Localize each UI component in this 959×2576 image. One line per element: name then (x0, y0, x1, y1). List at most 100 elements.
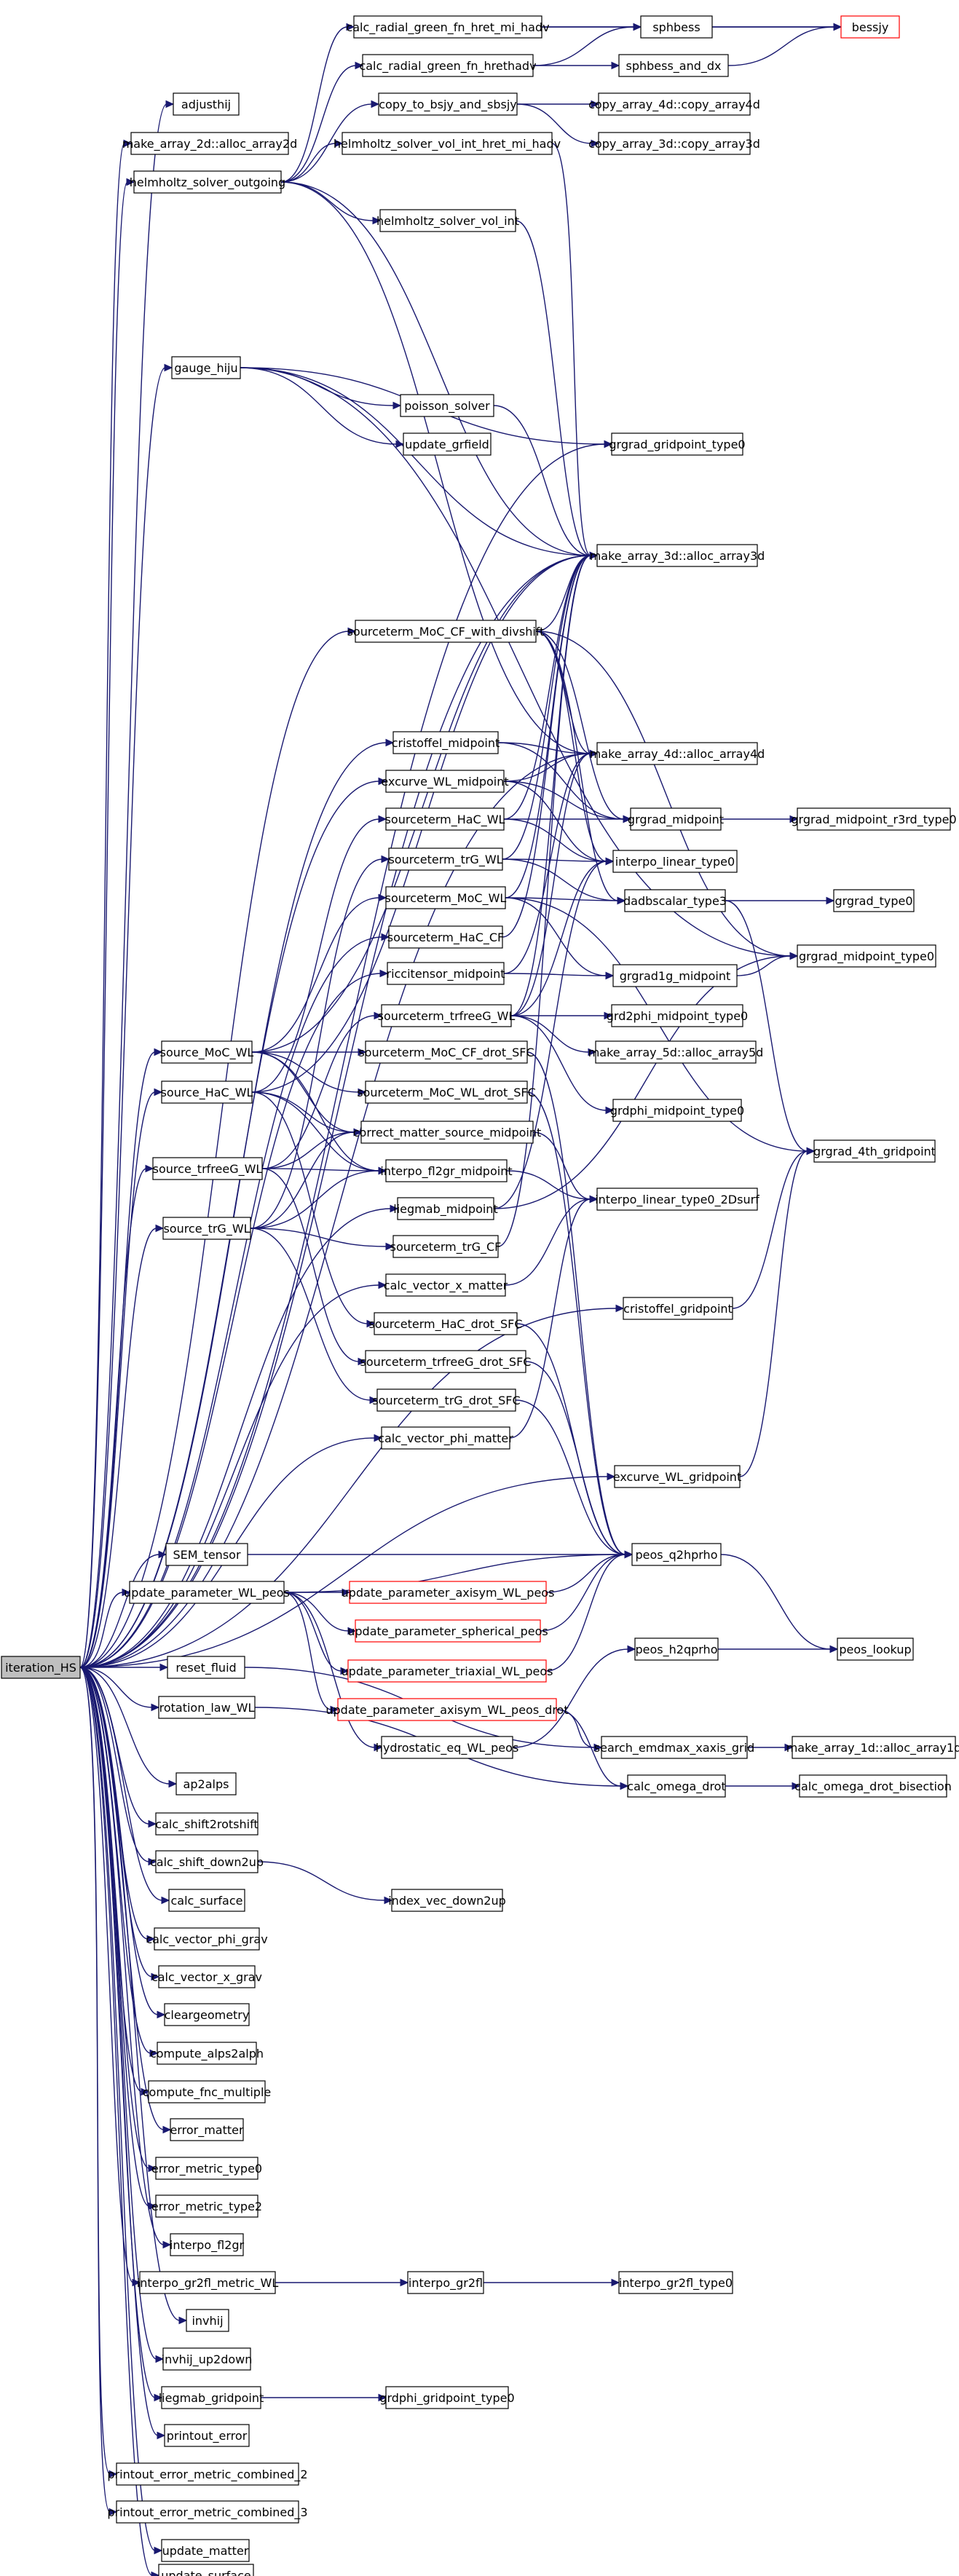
node-error-metric-type0[interactable]: error_metric_type0 (151, 2157, 262, 2180)
node-update-parameter-spherical-peos[interactable]: update_parameter_spherical_peos (347, 1619, 548, 1643)
node-helmholtz-solver-vol-int-hret-mi-hadv[interactable]: helmholtz_solver_vol_int_hret_mi_hadv (334, 132, 561, 155)
node-sourceterm-trfreeg-drot-sfc[interactable]: sourceterm_trfreeG_drot_SFC (360, 1350, 532, 1373)
node-copy-array-3d[interactable]: copy_array_3d::copy_array3d (588, 132, 760, 155)
node-update-surface[interactable]: update_surface (158, 2564, 254, 2576)
node-sourceterm-trg-cf[interactable]: sourceterm_trG_CF (390, 1235, 502, 1258)
node-cristoffel-midpoint[interactable]: cristoffel_midpoint (392, 731, 500, 754)
node-make-array-3d[interactable]: make_array_3d::alloc_array3d (590, 544, 765, 567)
node-poisson-solver[interactable]: poisson_solver (400, 394, 494, 417)
node-excurve-wl-midpoint[interactable]: excurve_WL_midpoint (381, 770, 509, 793)
node-update-parameter-axisym-wl-peos[interactable]: update_parameter_axisym_WL_peos (342, 1581, 555, 1604)
node-sourceterm-trg-wl[interactable]: sourceterm_trG_WL (388, 848, 503, 871)
node-reset-fluid[interactable]: reset_fluid (167, 1656, 245, 1679)
node-sphbess-and-dx[interactable]: sphbess_and_dx (618, 54, 729, 77)
node-update-parameter-triaxial-wl-peos[interactable]: update_parameter_triaxial_WL_peos (342, 1659, 553, 1683)
node-source-trg-wl[interactable]: source_trG_WL (162, 1217, 251, 1240)
node-sourceterm-moc-wl[interactable]: sourceterm_MoC_WL (385, 886, 507, 909)
node-copy-array-4d[interactable]: copy_array_4d::copy_array4d (588, 92, 760, 116)
node-grgrad-type0[interactable]: grgrad_type0 (833, 889, 915, 912)
node-source-trfreeg-wl[interactable]: source_trfreeG_WL (152, 1157, 263, 1180)
node-peos-h2qprho[interactable]: peos_h2qprho (634, 1637, 719, 1661)
node-make-array-5d[interactable]: make_array_5d::alloc_array5d (588, 1040, 764, 1064)
node-calc-radial-green-fn-hret-mi-hadv[interactable]: calc_radial_green_fn_hret_mi_hadv (346, 15, 550, 39)
node-calc-shift2rotshift[interactable]: calc_shift2rotshift (155, 1812, 259, 1836)
node-make-array-4d[interactable]: make_array_4d::alloc_array4d (590, 742, 765, 765)
node-index-vec-down2up[interactable]: index_vec_down2up (388, 1889, 506, 1912)
node-interpo-gr2fl-metric-wl[interactable]: interpo_gr2fl_metric_WL (137, 2271, 279, 2294)
node-copy-to-bsjy-and-sbsjy[interactable]: copy_to_bsjy_and_sbsjy (378, 92, 518, 116)
node-grd2phi-midpoint-type0[interactable]: grd2phi_midpoint_type0 (607, 1004, 748, 1027)
node-interpo-linear-type0-2dsurf[interactable]: interpo_linear_type0_2Dsurf (595, 1188, 759, 1211)
node-interpo-fl2gr-midpoint[interactable]: interpo_fl2gr_midpoint (380, 1159, 513, 1182)
node-grgrad-midpoint-r3rd-type0[interactable]: grgrad_midpoint_r3rd_type0 (791, 807, 957, 831)
node-calc-omega-drot[interactable]: calc_omega_drot (627, 1774, 726, 1798)
node-compute-fnc-multiple[interactable]: compute_fnc_multiple (143, 2080, 272, 2103)
node-grgrad-midpoint[interactable]: grgrad_midpoint (628, 807, 724, 831)
node-excurve-wl-gridpoint[interactable]: excurve_WL_gridpoint (613, 1465, 741, 1488)
node-source-moc-wl[interactable]: source_MoC_WL (160, 1040, 254, 1064)
node-grdphi-midpoint-type0[interactable]: grdphi_midpoint_type0 (610, 1099, 744, 1122)
node-make-array-1d[interactable]: make_array_1d::alloc_array1d (786, 1736, 959, 1759)
node-source-hac-wl[interactable]: source_HaC_WL (161, 1080, 253, 1104)
node-search-emdmax-xaxis-grid[interactable]: search_emdmax_xaxis_grid (594, 1736, 754, 1759)
node-iteration-hs[interactable]: iteration_HS (1, 1656, 81, 1679)
node-calc-shift-down2up[interactable]: calc_shift_down2up (150, 1850, 264, 1873)
node-calc-vector-phi-matter[interactable]: calc_vector_phi_matter (378, 1426, 513, 1450)
node-interpo-linear-type0[interactable]: interpo_linear_type0 (612, 850, 738, 873)
node-compute-alps2alph[interactable]: compute_alps2alph (150, 2042, 264, 2065)
node-interpo-gr2fl-type0[interactable]: interpo_gr2fl_type0 (618, 2271, 733, 2294)
node-invhij[interactable]: invhij (186, 2309, 229, 2332)
node-printout-error-metric-combined-2[interactable]: printout_error_metric_combined_2 (107, 2462, 308, 2486)
node-make-array-2d[interactable]: make_array_2d::alloc_array2d (122, 132, 298, 155)
node-error-metric-type2[interactable]: error_metric_type2 (151, 2194, 262, 2218)
node-update-grfield[interactable]: update_grfield (403, 432, 492, 456)
node-sourceterm-hac-drot-sfc[interactable]: sourceterm_HaC_drot_SFC (368, 1312, 523, 1335)
node-hydrostatic-eq-wl-peos[interactable]: hydrostatic_eq_WL_peos (376, 1736, 519, 1759)
node-correct-matter-source-midpoint[interactable]: correct_matter_source_midpoint (353, 1121, 542, 1144)
node-interpo-gr2fl[interactable]: interpo_gr2fl (407, 2271, 484, 2294)
node-sourceterm-trg-drot-sfc[interactable]: sourceterm_trG_drot_SFC (372, 1388, 521, 1412)
node-calc-omega-drot-bisection[interactable]: calc_omega_drot_bisection (794, 1774, 952, 1798)
node-rotation-law-wl[interactable]: rotation_law_WL (158, 1696, 256, 1719)
node-sem-tensor[interactable]: SEM_tensor (165, 1543, 248, 1566)
node-ap2alps[interactable]: ap2alps (175, 1772, 237, 1795)
node-sourceterm-moc-cf-with-divshift[interactable]: sourceterm_MoC_CF_with_divshift (347, 620, 545, 643)
node-calc-radial-green-fn-hrethadv[interactable]: calc_radial_green_fn_hrethadv (359, 54, 537, 77)
node-riccitensor-midpoint[interactable]: riccitensor_midpoint (386, 962, 505, 985)
node-sourceterm-trfreeg-wl[interactable]: sourceterm_trfreeG_WL (378, 1004, 516, 1027)
node-grgrad1g-midpoint[interactable]: grgrad1g_midpoint (612, 964, 738, 987)
node-peos-q2hprho[interactable]: peos_q2hprho (631, 1543, 722, 1566)
node-calc-surface[interactable]: calc_surface (168, 1889, 245, 1912)
node-grdphi-gridpoint-type0[interactable]: grdphi_gridpoint_type0 (379, 2386, 515, 2409)
node-bessjy[interactable]: bessjy (840, 15, 900, 39)
node-sourceterm-hac-wl[interactable]: sourceterm_HaC_WL (385, 807, 505, 831)
node-printout-error[interactable]: printout_error (164, 2424, 250, 2447)
node-adjusthij[interactable]: adjusthij (173, 92, 240, 116)
node-interpo-fl2gr[interactable]: interpo_fl2gr (170, 2233, 245, 2256)
node-helmholtz-solver-outgoing[interactable]: helmholtz_solver_outgoing (130, 170, 285, 194)
node-cleargeometry[interactable]: cleargeometry (164, 2003, 250, 2026)
node-sourceterm-hac-cf[interactable]: sourceterm_HaC_CF (387, 925, 505, 949)
node-update-matter[interactable]: update_matter (161, 2539, 250, 2562)
node-dadbscalar-type3[interactable]: dadbscalar_type3 (623, 889, 727, 912)
node-invhij-up2down[interactable]: invhij_up2down (162, 2347, 253, 2371)
node-cristoffel-gridpoint[interactable]: cristoffel_gridpoint (623, 1297, 733, 1320)
node-grgrad-gridpoint-type0[interactable]: grgrad_gridpoint_type0 (609, 432, 746, 456)
node-calc-vector-x-grav[interactable]: calc_vector_x_grav (151, 1965, 262, 1988)
node-update-parameter-axisym-wl-peos-drot[interactable]: update_parameter_axisym_WL_peos_drot (325, 1698, 569, 1721)
node-helmholtz-solver-vol-int[interactable]: helmholtz_solver_vol_int (376, 209, 519, 232)
node-calc-vector-x-matter[interactable]: calc_vector_x_matter (384, 1273, 508, 1297)
node-update-parameter-wl-peos[interactable]: update_parameter_WL_peos (124, 1581, 290, 1604)
node-liegmab-midpoint[interactable]: liegmab_midpoint (393, 1197, 498, 1220)
node-grgrad-midpoint-type0[interactable]: grgrad_midpoint_type0 (797, 944, 936, 968)
node-grgrad-4th-gridpoint[interactable]: grgrad_4th_gridpoint (813, 1139, 936, 1163)
node-calc-vector-phi-grav[interactable]: calc_vector_phi_grav (146, 1927, 268, 1951)
node-gauge-hiju[interactable]: gauge_hiju (171, 356, 241, 379)
node-peos-lookup[interactable]: peos_lookup (837, 1637, 914, 1661)
node-sourceterm-moc-cf-drot-sfc[interactable]: sourceterm_MoC_CF_drot_SFC (358, 1040, 534, 1064)
node-liegmab-gridpoint[interactable]: liegmab_gridpoint (159, 2386, 264, 2409)
node-sourceterm-moc-wl-drot-sfc[interactable]: sourceterm_MoC_WL_drot_SFC (357, 1080, 536, 1104)
node-sphbess[interactable]: sphbess (640, 15, 713, 39)
node-printout-error-metric-combined-3[interactable]: printout_error_metric_combined_3 (107, 2500, 308, 2524)
node-error-matter[interactable]: error_matter (170, 2118, 244, 2141)
